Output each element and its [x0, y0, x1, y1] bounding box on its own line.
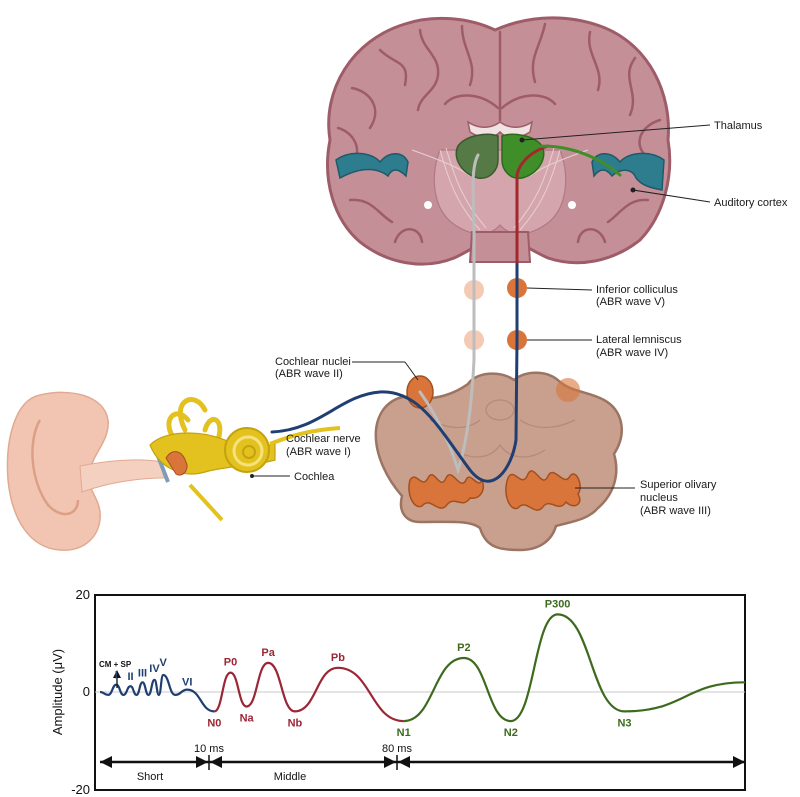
peak-label-na: Na [240, 713, 255, 725]
label-lateral-lemniscus-wave: (ABR wave IV) [596, 347, 668, 359]
segment-short: Short [137, 771, 163, 783]
ear-canal [79, 459, 165, 493]
label-auditory-cortex: Auditory cortex [714, 197, 788, 209]
waveform-middle-latency [213, 661, 404, 723]
boundary-80ms: 80 ms [382, 743, 412, 755]
peak-label-pa: Pa [261, 647, 275, 659]
ear-helix-fold [31, 419, 80, 516]
peak-label-iv: IV [149, 663, 160, 675]
auditory-pathways [270, 144, 622, 483]
peak-label-v: V [160, 657, 168, 669]
label-cochlear-nerve-wave: (ABR wave I) [286, 446, 351, 458]
y-tick-neg20: -20 [71, 782, 90, 797]
label-lateral-lemniscus: Lateral lemniscus [596, 334, 682, 346]
outer-ear [6, 391, 109, 551]
midbrain-stalk [468, 231, 532, 263]
peak-label-p300: P300 [545, 598, 571, 610]
ossicles [165, 451, 188, 476]
label-superior-olivary-2: nucleus [640, 492, 678, 504]
peak-label-i: I [115, 670, 118, 682]
cerebellar-peduncle-node [556, 378, 580, 402]
anatomy-labels: Thalamus Auditory cortex Inferior collic… [250, 120, 788, 517]
waveform-late-latency [403, 613, 746, 723]
peak-label-pb: Pb [331, 652, 345, 664]
segment-middle: Middle [274, 771, 306, 783]
y-tick-0: 0 [83, 684, 90, 699]
peak-label-iii: III [138, 667, 147, 679]
label-cochlear-nerve: Cochlear nerve [286, 433, 361, 445]
label-thalamus: Thalamus [714, 120, 763, 132]
thalamus-right [501, 133, 545, 179]
blue-main-pathway [270, 260, 519, 483]
olivary-right [505, 470, 581, 511]
boundary-10ms: 10 ms [194, 743, 224, 755]
label-cochlear-nuclei: Cochlear nuclei [275, 356, 351, 368]
ear-anatomy [6, 391, 341, 551]
label-inferior-colliculus: Inferior colliculus [596, 284, 678, 296]
white-dot-left [424, 201, 432, 209]
green-thalamocortical [518, 144, 622, 177]
brainstem-section [374, 371, 623, 552]
latency-segments: 10 ms 80 ms Short Middle [100, 743, 745, 783]
white-dot-right [568, 201, 576, 209]
deep-gray-matter [433, 149, 567, 235]
auditory-cortex-left [335, 152, 409, 180]
cochlea-spiral [224, 427, 270, 473]
eustachian-tube [188, 483, 224, 522]
cm-sp-label: CM + SP [99, 660, 132, 669]
label-superior-olivary-wave: (ABR wave III) [640, 505, 711, 517]
peak-label-vi: VI [182, 677, 192, 689]
label-superior-olivary-1: Superior olivary [640, 479, 717, 491]
peak-label-n1: N1 [397, 727, 411, 739]
peak-label-p0: P0 [224, 657, 237, 669]
label-cochlea: Cochlea [294, 471, 335, 483]
nerve-bundle [269, 426, 341, 446]
peak-label-ii: II [127, 671, 133, 683]
y-axis-label: Amplitude (μV) [50, 649, 65, 735]
cm-sp-arrowhead [113, 670, 121, 678]
peak-label-n0: N0 [207, 717, 221, 729]
brain-coronal-section [326, 16, 672, 266]
label-inferior-colliculus-wave: (ABR wave V) [596, 296, 665, 308]
label-cochlear-nuclei-wave: (ABR wave II) [275, 368, 343, 380]
peak-label-nb: Nb [288, 717, 303, 729]
peak-label-p2: P2 [457, 642, 470, 654]
peak-label-n3: N3 [617, 717, 631, 729]
auditory-cortex-right [591, 152, 665, 191]
y-tick-20: 20 [76, 587, 90, 602]
peak-label-n2: N2 [504, 727, 518, 739]
